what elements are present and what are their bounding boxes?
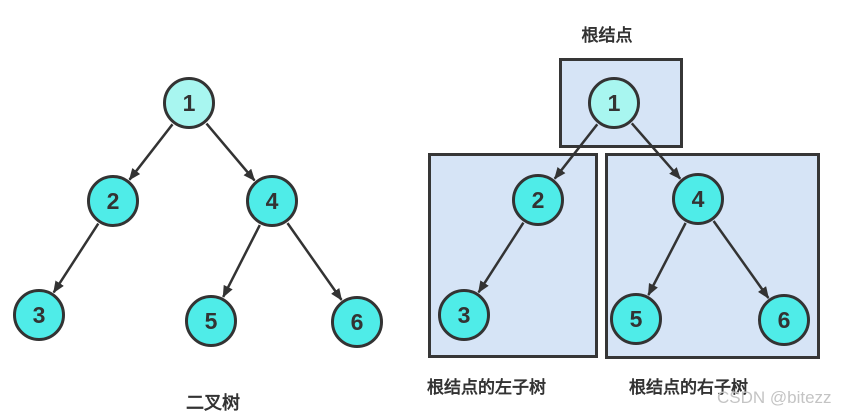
watermark: CSDN @bitezz xyxy=(717,388,832,407)
right-subtree-label: 根结点的右子树 xyxy=(629,378,748,397)
left-tree-node-3: 3 xyxy=(13,289,65,341)
left-tree-node-1: 1 xyxy=(163,77,215,129)
root-node-box xyxy=(559,58,683,148)
right-tree-node-5: 5 xyxy=(610,293,662,345)
edge-right-4-5 xyxy=(647,222,687,296)
edge-right-4-6 xyxy=(712,220,770,299)
left-tree-node-2: 2 xyxy=(87,175,139,227)
edge-left-1-2 xyxy=(128,123,174,181)
right-tree-node-1: 1 xyxy=(588,77,640,129)
edge-left-1-4 xyxy=(205,122,256,182)
edge-right-1-4 xyxy=(630,122,682,180)
root-node-label: 根结点 xyxy=(581,26,633,45)
edge-left-4-6 xyxy=(286,222,343,301)
left-subtree-label: 根结点的左子树 xyxy=(427,378,546,397)
edge-right-1-2 xyxy=(553,123,599,180)
edge-right-2-3 xyxy=(477,222,525,294)
left-tree-caption: 二叉树 xyxy=(186,393,240,413)
left-tree-node-5: 5 xyxy=(185,295,237,347)
edge-left-2-3 xyxy=(52,222,100,294)
right-tree-node-4: 4 xyxy=(672,173,724,225)
edge-left-4-5 xyxy=(222,224,261,298)
right-tree-node-6: 6 xyxy=(758,294,810,346)
left-tree-node-4: 4 xyxy=(246,175,298,227)
right-tree-node-3: 3 xyxy=(438,289,490,341)
left-tree-node-6: 6 xyxy=(331,296,383,348)
right-tree-node-2: 2 xyxy=(512,174,564,226)
